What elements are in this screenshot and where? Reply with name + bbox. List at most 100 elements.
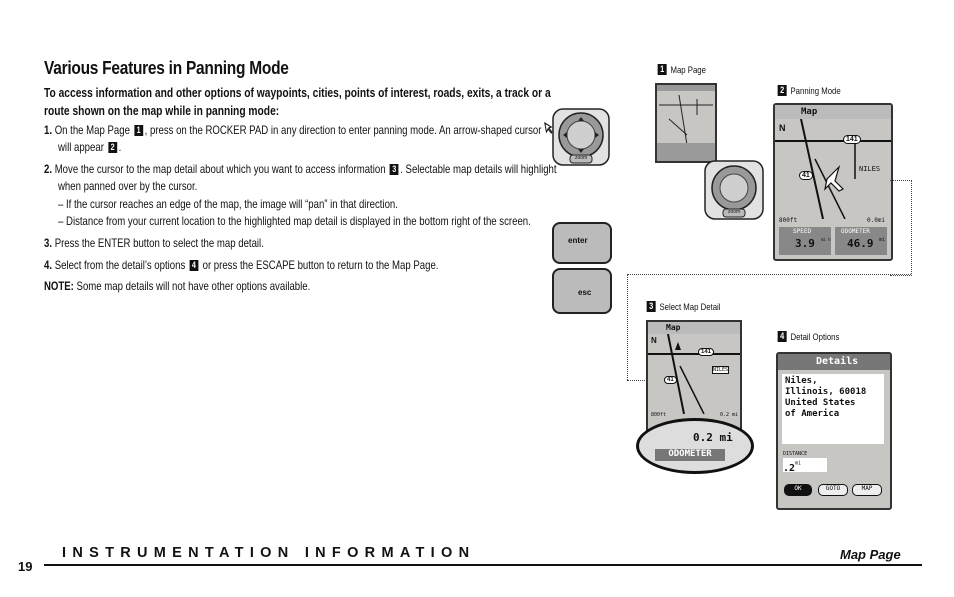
caption-text: Map Page <box>670 65 706 76</box>
screen-titlebar <box>775 105 891 119</box>
map-roads <box>648 334 740 414</box>
figure-ref-tag: 4 <box>189 260 199 271</box>
figure-4-caption: 4 Detail Options <box>776 331 839 343</box>
intro-text: To access information and other options … <box>44 86 551 118</box>
page-number: 19 <box>18 559 33 574</box>
caption-text: Panning Mode <box>790 86 841 97</box>
step-1: 1. On the Map Page 1, press on the ROCKE… <box>44 121 554 139</box>
screen-title: Map <box>801 107 818 117</box>
figure-ref-tag: 2 <box>108 142 117 153</box>
city-label: NILES <box>859 165 881 173</box>
footer-rule <box>44 564 922 566</box>
map-roads <box>775 119 891 219</box>
figure-tag: 1 <box>657 64 667 75</box>
step-number: 3. <box>44 236 53 250</box>
caption-text: Detail Options <box>790 332 840 343</box>
scale-label: 800ft <box>779 217 798 224</box>
figure-2-caption: 2 Panning Mode <box>776 85 841 97</box>
esc-label: esc <box>578 288 592 297</box>
north-indicator: N <box>651 336 657 345</box>
screen-title: Map <box>666 323 681 332</box>
step-text: . <box>118 140 122 154</box>
road-badge: 41 <box>799 171 813 180</box>
step-text: Move the cursor to the map detail about … <box>54 162 386 176</box>
figure-ref-tag: 1 <box>134 125 144 136</box>
odometer-label: ODOMETER <box>841 228 870 235</box>
screen-title: Details <box>816 356 859 367</box>
road-badge: 141 <box>843 135 861 144</box>
step-2-bullet: – Distance from your current location to… <box>58 214 531 228</box>
rocker-pad-illustration: zoom <box>552 108 610 166</box>
speed-panel: SPEED 3.9 mi h <box>779 227 831 255</box>
enter-label: enter <box>568 236 588 245</box>
step-text: Press the ENTER button to select the map… <box>54 236 264 250</box>
goto-button[interactable]: GOTO <box>818 484 848 496</box>
odometer-unit: mi <box>879 237 886 243</box>
connector-line <box>627 274 628 380</box>
step-number: 4. <box>44 258 53 272</box>
zoom-label: zoom <box>728 209 741 215</box>
speed-unit: mi h <box>821 237 831 242</box>
step-number: 2. <box>44 162 53 176</box>
step-text: Select from the detail’s options <box>54 258 186 272</box>
distance-caption: DISTANCE <box>783 451 808 457</box>
note-text: Some map details will not have other opt… <box>76 279 311 293</box>
step-text: . Selectable map details will highlight <box>400 162 557 176</box>
connector-line <box>627 274 911 275</box>
step-2-cont: when panned over by the cursor. <box>58 179 198 193</box>
step-2: 2. Move the cursor to the map detail abo… <box>44 161 557 178</box>
step-2-bullet: – If the cursor reaches an edge of the m… <box>58 197 398 211</box>
ok-button[interactable]: OK <box>784 484 812 496</box>
step-text: or press the ESCAPE button to return to … <box>202 258 439 272</box>
screen-titlebar <box>648 322 740 334</box>
note: NOTE: Some map details will not have oth… <box>44 278 310 295</box>
figure-tag: 3 <box>646 301 656 312</box>
magnified-distance: 0.2 mi <box>693 431 733 444</box>
road-badge: 41 <box>664 376 677 384</box>
step-4: 4. Select from the detail’s options 4 or… <box>44 257 438 274</box>
distance-label: 0.2 mi <box>720 412 739 418</box>
odometer-value: 46.9 <box>847 237 874 250</box>
speed-value: 3.9 <box>795 237 815 250</box>
caption-text: Select Map Detail <box>659 302 721 313</box>
figure-ref-tag: 3 <box>389 164 399 175</box>
figure-tag: 2 <box>777 85 787 96</box>
zoom-magnifier: 0.2 mi ODOMETER <box>636 418 754 474</box>
panning-mode-screen: Map N 141 41 NILES 800ft 0.0mi SPEED 3.9… <box>773 103 893 261</box>
speed-label: SPEED <box>793 228 812 235</box>
connector-line <box>627 380 647 381</box>
page-title: Various Features in Panning Mode <box>44 58 289 78</box>
step-1-cont: will appear 2. <box>58 139 121 156</box>
detail-options-screen: Details Niles, Illinois, 60018 United St… <box>776 352 892 510</box>
distance-unit: mi <box>795 460 802 467</box>
note-label: NOTE: <box>44 279 74 293</box>
step-text: , press on the ROCKER PAD in any directi… <box>144 123 542 137</box>
address-text: Niles, Illinois, 60018 United States of … <box>785 376 867 419</box>
distance-field: .2mi <box>783 458 827 474</box>
rocker-pad-illustration: zoom <box>704 160 764 220</box>
scale-label: 800ft <box>651 412 667 418</box>
figure-3-caption: 3 Select Map Detail <box>645 301 721 313</box>
city-label-highlighted: NILES <box>712 366 730 374</box>
escape-button-illustration: esc <box>552 268 612 314</box>
map-page-screen <box>655 83 717 163</box>
step-text: On the Map Page <box>54 123 130 137</box>
road-badge: 141 <box>698 348 715 356</box>
screen-titlebar <box>778 354 890 370</box>
connector-line <box>890 180 912 276</box>
footer-page-title: Map Page <box>840 547 901 562</box>
figure-1-caption: 1 Map Page <box>656 64 706 76</box>
distance-value: .2 <box>783 463 796 474</box>
magnified-label: ODOMETER <box>655 449 725 461</box>
distance-label: 0.0mi <box>867 217 886 224</box>
enter-button-illustration: enter <box>552 222 612 264</box>
figure-tag: 4 <box>777 331 787 342</box>
odometer-panel: ODOMETER 46.9 mi <box>835 227 887 255</box>
map-button[interactable]: MAP <box>852 484 882 496</box>
address-box: Niles, Illinois, 60018 United States of … <box>782 374 884 444</box>
step-text: will appear <box>58 140 104 154</box>
north-indicator: N <box>779 123 786 133</box>
step-3: 3. Press the ENTER button to select the … <box>44 235 264 252</box>
step-number: 1. <box>44 123 53 137</box>
zoom-label: zoom <box>575 155 588 161</box>
